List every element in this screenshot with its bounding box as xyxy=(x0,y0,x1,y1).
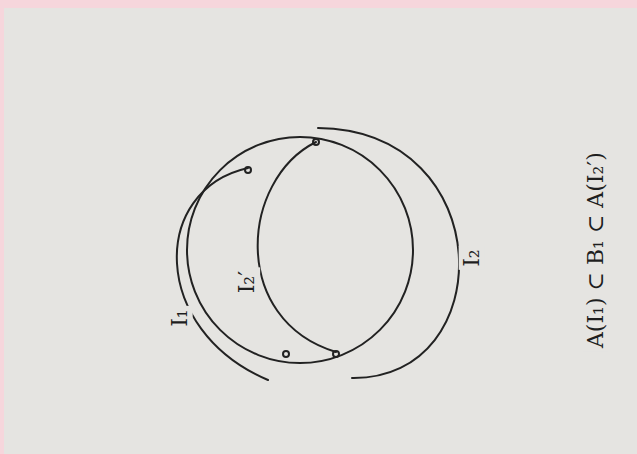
relation-note: A(I₁) ⊂ B₁ ⊂ A(I₂′) xyxy=(583,149,609,351)
photo-edge xyxy=(0,0,4,454)
arc-label: I₁ xyxy=(167,306,193,330)
main-circle xyxy=(187,137,413,363)
endpoint-dot xyxy=(333,351,339,357)
endpoint-dot xyxy=(245,167,251,173)
photo-edge xyxy=(0,0,637,8)
arc-label: I₂ xyxy=(459,246,485,270)
arc-i1 xyxy=(177,168,268,380)
arc-label: I₂′ xyxy=(234,268,260,297)
endpoint-dot xyxy=(283,351,289,357)
endpoint-dot xyxy=(313,139,319,145)
arc-i2-prime xyxy=(258,142,336,352)
arc-i2 xyxy=(318,128,459,378)
